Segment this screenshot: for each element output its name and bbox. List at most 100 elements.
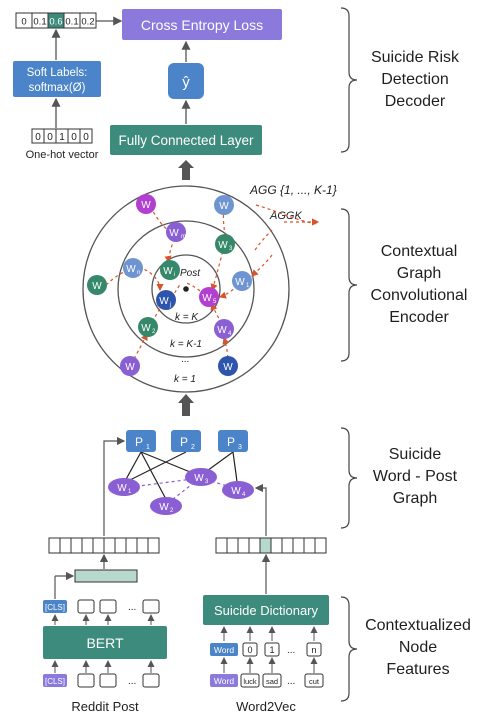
suicide-dictionary-box [203,595,329,625]
bert-embedding-vector [48,537,160,554]
vocab-word-token [304,673,324,688]
w2v-embedding-vector [215,537,327,554]
edge-p2-w1 [123,451,187,484]
brace-encoder [340,208,358,362]
svg-text:W: W [141,323,151,334]
soft-vector-value: 0 [21,17,26,28]
onehot-vector: 0 0 1 0 0 [31,128,93,144]
section-label-line: Contextualized [365,617,471,634]
section-braces [340,7,358,702]
graph-edges [123,451,239,504]
node-w-4: W 4 [214,319,234,339]
node-w-2: W 2 [138,317,158,337]
svg-text:4: 4 [228,331,232,337]
word-input-label: Word [214,676,234,686]
agg-path [210,245,225,292]
svg-text:W: W [223,362,233,373]
section-label-decoder: Suicide Risk Detection Decoder [360,47,470,113]
bert-output-token [99,599,117,614]
svg-text:P: P [180,435,188,449]
word-index-label: Word [214,645,234,655]
word-index-token [210,643,238,656]
node-w-1: W 1 [232,271,252,291]
brace-features [340,596,358,702]
agg-inner-label: AGGK [269,210,302,222]
section-label-graph: Suicide Word - Post Graph [360,444,470,510]
vocab-word-value: cut [309,677,320,686]
node-w-n: W n [123,258,143,278]
agg-outer-label: AGG {1, ..., K-1} [249,183,337,197]
svg-text:n: n [137,270,140,276]
svg-text:3: 3 [229,246,233,252]
svg-text:W: W [231,486,241,497]
svg-text:i: i [174,272,175,278]
svg-text:W: W [219,201,229,212]
bert-input-arrows [51,660,155,673]
bert-input-token [77,673,95,688]
arrow-w2v-to-w4 [254,483,267,536]
word-node-w3: W 3 [185,468,217,486]
post-node-p2: P 2 [171,430,201,452]
k-equals-K-1-label: k = K-1 [170,339,202,350]
svg-text:W: W [159,296,169,307]
vocab-index-token [242,642,258,657]
vocab-index-value: n [311,645,316,655]
cls-output-token [43,600,67,613]
section-label-line: Word - Post [372,468,458,485]
svg-text:5: 5 [213,299,217,305]
agg-path [185,282,201,292]
svg-text:1: 1 [146,444,150,451]
svg-text:W: W [235,277,245,288]
prediction-box [168,63,204,99]
vocab-index-ellipsis: ... [287,645,295,656]
word-edges [123,477,239,504]
soft-labels-title: Soft Labels: [27,67,88,79]
reddit-post-caption: Reddit Post [71,699,139,714]
node-w-outer-purple-top: W [136,194,156,214]
soft-vector-value: 0.1 [65,17,78,28]
word-node-w2: W 2 [150,497,182,515]
soft-labels-box [13,61,101,97]
svg-text:4: 4 [242,492,246,498]
svg-text:W: W [126,264,136,275]
svg-text:3: 3 [238,444,242,451]
onehot-value: 0 [47,132,53,143]
encoder-block: Post AGG {1, ..., K-1} AGGK [82,183,337,393]
node-w-outer-purple-bottom: W [120,356,140,376]
post-label: Post [180,268,201,279]
brace-graph [340,427,358,529]
vocab-word-token [262,673,282,688]
vocab-index-token [306,642,322,657]
node-w-3: W 3 [215,234,235,254]
svg-text:j: j [169,302,171,308]
soft-labels-formula: softmax(Ø) [29,82,86,94]
vocab-word-value: luck [243,677,257,686]
cross-entropy-loss-box [122,9,282,40]
bert-input-token [142,673,160,688]
node-w-j: W j [156,290,176,310]
bert-output-token [142,599,160,614]
word-post-graph: P 1 P 2 P 3 W 1 W 2 W 3 W [103,430,267,536]
word-node-w4: W 4 [222,481,254,499]
section-label-encoder: Contextual Graph Convolutional Encoder [360,241,478,329]
vocab-word-value: sad [266,677,278,686]
node-w-i: W i [160,260,180,280]
agg-path [254,229,273,251]
onehot-value: 1 [59,132,65,143]
post-center-dot [183,286,189,292]
vocab-word-ellipsis: ... [287,676,295,687]
svg-text:3: 3 [205,479,209,485]
edge-p1-w1 [123,451,142,484]
inner-ring [151,254,221,324]
onehot-value: 0 [35,132,41,143]
svg-text:P: P [135,435,143,449]
bert-label: BERT [86,635,124,651]
bert-output-token [77,599,95,614]
prediction-label: ŷ [182,74,190,91]
section-label-line: Features [386,661,450,678]
suicide-dictionary-label: Suicide Dictionary [214,603,319,618]
svg-text:W: W [194,473,204,484]
word-input-token [210,674,238,687]
